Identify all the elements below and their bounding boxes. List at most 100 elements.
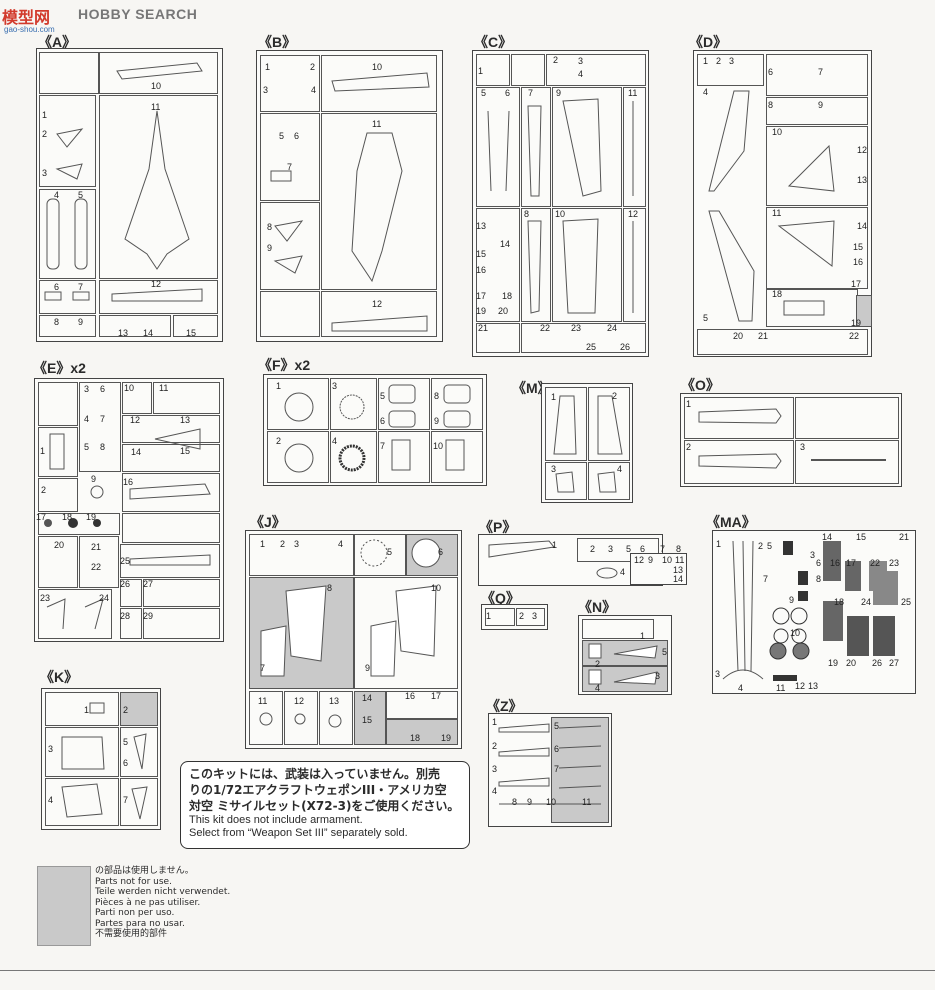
part-number: 5 [387, 547, 393, 557]
cell [99, 280, 218, 314]
sprue-n-parts-drawing [588, 643, 658, 685]
part-number: 1 [703, 56, 709, 66]
part-number: 5 [123, 737, 129, 747]
part-number: 6 [54, 282, 60, 292]
part-number: 7 [818, 67, 824, 77]
sprue-m-parts-drawing [553, 395, 623, 493]
part-number: 1 [84, 705, 90, 715]
part-number: 6 [438, 547, 444, 557]
part-number: 15 [180, 446, 191, 456]
sprue-b-parts-drawing [270, 72, 430, 332]
cell [120, 778, 158, 826]
part-number: 11 [628, 88, 638, 98]
part-number: 17 [846, 558, 857, 568]
sprue-z-label: 《Z》 [486, 698, 523, 714]
cell [545, 387, 587, 461]
watermark-title: HOBBY SEARCH [78, 6, 198, 22]
part-number: 7 [100, 414, 106, 424]
cell [260, 291, 320, 337]
cell [143, 608, 220, 639]
sprue-ma [712, 530, 916, 694]
sprue-d [693, 50, 872, 357]
watermark-brand: 模型网 [2, 8, 51, 27]
part-number: 1 [260, 539, 266, 549]
part-number: 20 [846, 658, 857, 668]
part-number: 23 [889, 558, 900, 568]
part-number: 4 [738, 683, 744, 693]
cell [319, 691, 353, 745]
cell [79, 382, 121, 472]
cell [122, 382, 152, 414]
part-number: 27 [889, 658, 900, 668]
part-number: 11 [372, 119, 382, 129]
part-number: 5 [662, 647, 668, 657]
part-number: 17 [476, 291, 487, 301]
part-number: 22 [849, 331, 860, 341]
part-number: 9 [789, 595, 795, 605]
cell [38, 427, 78, 477]
part-number: 13 [808, 681, 819, 691]
cell [588, 387, 630, 461]
unused-part-cell [386, 719, 458, 745]
part-number: 1 [492, 717, 498, 727]
part-number: 20 [54, 540, 65, 550]
part-number: 2 [590, 544, 596, 554]
part-number: 23 [571, 323, 582, 333]
part-number: 10 [433, 441, 444, 451]
legend-es: Partes para no usar. [95, 918, 185, 929]
cell [321, 55, 437, 112]
sprue-b-label: 《B》 [258, 34, 297, 50]
part-number: 4 [620, 567, 626, 577]
part-number: 16 [405, 691, 416, 701]
part-number: 5 [481, 88, 487, 98]
part-number: 7 [660, 544, 666, 554]
page-bottom-rule [0, 970, 935, 971]
part-number: 5 [554, 721, 560, 731]
part-number: 15 [476, 249, 487, 259]
part-number: 3 [332, 381, 338, 391]
part-number: 14 [143, 328, 154, 338]
cell [588, 462, 630, 500]
part-number: 1 [686, 399, 692, 409]
part-number: 4 [492, 786, 498, 796]
part-number: 2 [686, 442, 692, 452]
part-number: 22 [91, 562, 102, 572]
unused-part-cell [120, 692, 158, 726]
sprue-a-parts-drawing [44, 62, 203, 302]
cell [39, 280, 96, 314]
unused-parts-swatch [37, 866, 91, 946]
cell [476, 323, 520, 353]
part-number: 4 [332, 436, 338, 446]
cell [120, 608, 142, 639]
sprue-j-label: 《J》 [250, 514, 286, 530]
part-number: 5 [767, 541, 773, 551]
part-number: 29 [143, 611, 154, 621]
cell [386, 691, 458, 719]
part-number: 3 [42, 168, 48, 178]
part-number: 3 [800, 442, 806, 452]
part-number: 6 [768, 67, 774, 77]
cell [122, 473, 220, 512]
cell [321, 113, 437, 290]
part-number: 1 [640, 631, 646, 641]
cell [476, 54, 510, 86]
cell [284, 691, 318, 745]
part-number: 8 [434, 391, 440, 401]
cell [795, 440, 899, 484]
cell [485, 608, 515, 626]
part-number: 19 [851, 318, 862, 328]
part-number: 19 [86, 512, 97, 522]
part-number: 7 [763, 574, 769, 584]
cell [267, 431, 329, 483]
cell [153, 382, 220, 414]
part-number: 18 [62, 512, 73, 522]
cell [378, 378, 430, 430]
part-number: 1 [716, 539, 722, 549]
cell [79, 536, 119, 588]
sprue-d-label: 《D》 [689, 34, 728, 50]
cell [766, 54, 868, 96]
part-number: 21 [91, 542, 102, 552]
legend-en: Parts not for use. [95, 876, 172, 887]
part-number: 10 [772, 127, 783, 137]
part-number: 12 [130, 415, 141, 425]
